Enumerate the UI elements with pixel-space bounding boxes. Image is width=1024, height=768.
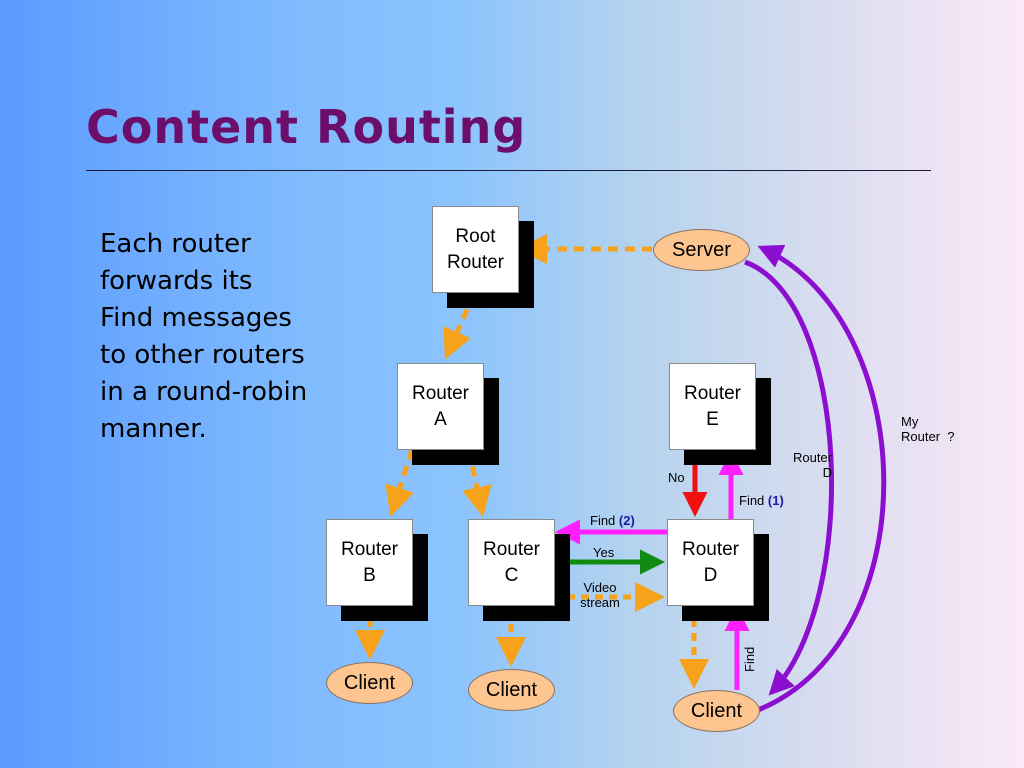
body-line: Each router: [100, 229, 251, 259]
node-label: Root: [455, 225, 496, 247]
body-line: manner.: [100, 414, 207, 444]
node-label: C: [504, 564, 519, 586]
server-node[interactable]: Server: [653, 229, 750, 271]
node-label: Router: [681, 538, 740, 560]
label-no: No: [668, 470, 685, 485]
label-find-number: (2): [618, 513, 635, 528]
label-find-text: Find: [739, 493, 765, 508]
edge-root-to-a: [443, 292, 477, 360]
label-find-1: Find (1): [739, 493, 784, 508]
label-find-text: Find: [590, 513, 616, 528]
title-divider: [86, 170, 931, 171]
label-line: D: [822, 465, 832, 480]
label-line: Router: [792, 450, 832, 465]
label-find-client: Find: [742, 646, 757, 672]
client-d-node[interactable]: Client: [673, 690, 760, 732]
label-find-2: Find (2): [590, 513, 635, 528]
node-label: E: [706, 408, 719, 430]
node-label: Router: [683, 382, 742, 404]
label-line: stream: [580, 595, 620, 610]
label-line: Router ?: [901, 429, 955, 444]
body-line: forwards its: [100, 266, 253, 296]
node-label: Router: [446, 251, 505, 273]
client-c-node[interactable]: Client: [468, 669, 555, 711]
node-label: B: [363, 564, 376, 586]
label-find-number: (1): [767, 493, 784, 508]
slide-body-text: Each router forwards its Find messages t…: [100, 226, 307, 448]
body-line: to other routers: [100, 340, 305, 370]
node-label: D: [703, 564, 718, 586]
edge-a-to-c: [462, 449, 492, 517]
edge-a-to-b: [385, 449, 415, 517]
label-yes: Yes: [593, 545, 615, 560]
body-line: Find messages: [100, 303, 292, 333]
edge-server-to-client-arc: [744, 259, 835, 696]
node-label: Router: [411, 382, 470, 404]
body-line: in a round-robin: [100, 377, 308, 407]
slide-title: Content Routing: [86, 100, 527, 154]
label-line: My: [901, 414, 919, 429]
node-label: Router: [482, 538, 541, 560]
edge-client-to-server-arc: [757, 244, 887, 713]
client-b-node[interactable]: Client: [326, 662, 413, 704]
label-line: Video: [583, 580, 617, 595]
node-label: A: [434, 408, 447, 430]
node-label: Router: [340, 538, 399, 560]
